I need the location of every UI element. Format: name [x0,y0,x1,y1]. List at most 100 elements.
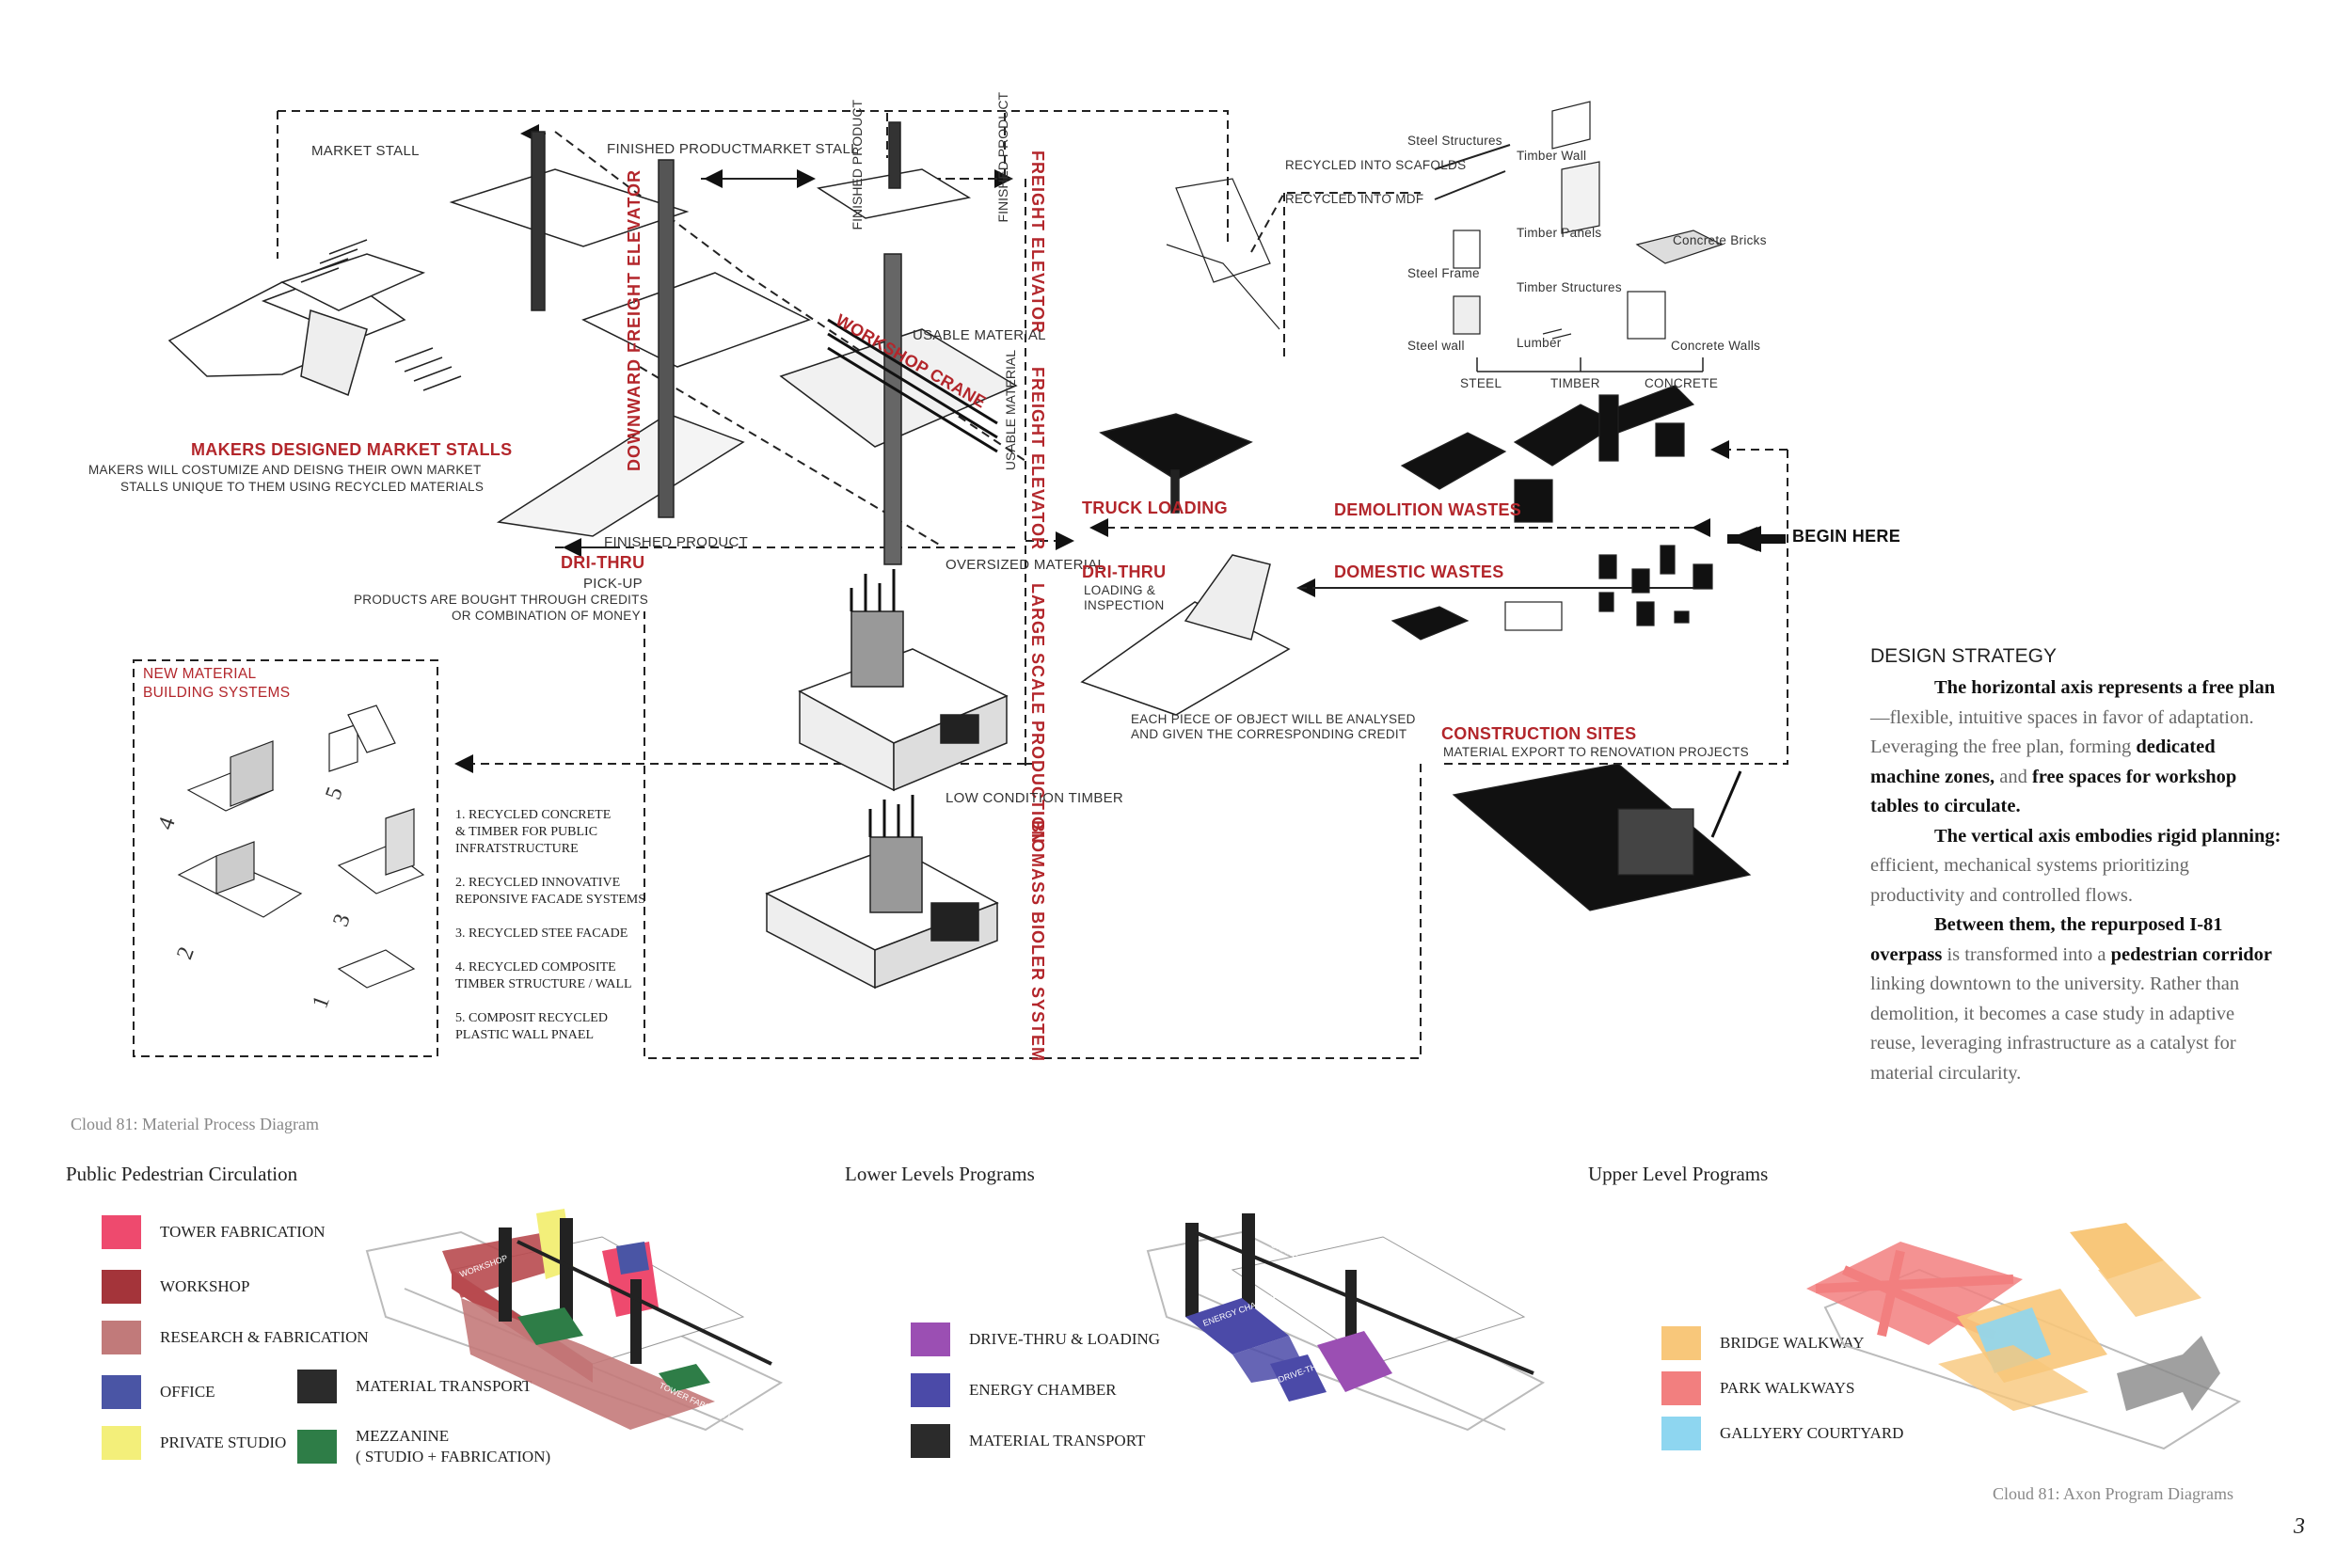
market-stalls-axon [167,239,462,397]
legend-energy-chamber: ENERGY CHAMBER [911,1373,1117,1407]
construction-sites [1452,763,1752,911]
page-number: 3 [2294,1514,2305,1539]
legend-research-fabrication: RESEARCH & FABRICATION [102,1321,369,1354]
label-finished-product-v2: FINISHED PRODUCT [995,92,1010,223]
legend-gallery-courtyard: GALLYERY COURTYARD [1661,1417,1903,1450]
map-label-cars: CARS [2000,1431,2026,1450]
domestic-wastes [1391,545,1713,641]
lower-axon-diagram: ENERGY CHAMBER CRANE DRIVE-THRU [1146,1213,1546,1432]
caption-axon-program: Cloud 81: Axon Program Diagrams [1993,1484,2233,1503]
materials-tree-axon [1166,101,1724,340]
label-market-stall-mid: MARKET STALL [751,141,859,157]
new-material-systems [177,705,425,989]
legend-tower-fabrication: TOWER FABRICATION [102,1215,326,1249]
upper-axon-diagram: CARS [1806,1223,2242,1450]
swatch [102,1426,141,1460]
systems-list-item-4: 4. RECYCLED COMPOSITE TIMBER STRUCTURE /… [455,960,632,991]
legend-park-walkways: PARK WALKWAYS [1661,1371,1854,1405]
label-steel-frame: Steel Frame [1407,266,1480,280]
label-recycled-scafolds: RECYCLED INTO SCAFOLDS [1285,158,1467,172]
map-label-crane: CRANE [1269,1240,1300,1260]
begin-here-arrowhead [1729,526,1761,552]
label-usable-material-h: USABLE MATERIAL [913,327,1046,343]
label-recycled-mdf: RECYCLED INTO MDF [1285,192,1424,206]
systems-list-item-1: 1. RECYCLED CONCRETE & TIMBER FOR PUBLIC… [455,808,612,856]
public-axon-diagram: WORKSHOP TOWER FABRICATION [365,1209,784,1432]
label-material-export: MATERIAL EXPORT TO RENOVATION PROJECTS [1443,745,1749,759]
swatch [297,1430,337,1464]
label-oversized-material: OVERSIZED MATERIAL [946,557,1106,573]
label-begin-here: BEGIN HERE [1792,527,1901,546]
legend-drive-thru: DRIVE-THRU & LOADING [911,1323,1160,1356]
swatch [102,1215,141,1249]
label-freight-elevator-mid: FREIGHT ELEVATOR [1028,367,1047,551]
label-steel-wall: Steel wall [1407,339,1465,353]
systems-list-item-5: 5. COMPOSIT RECYCLED PLASTIC WALL PNAEL [455,1011,608,1042]
label-low-condition-timber: LOW CONDITION TIMBER [946,790,1124,806]
label-market-stall-left: MARKET STALL [311,143,420,159]
swatch [1661,1326,1701,1360]
label-new-material-2: BUILDING SYSTEMS [143,685,291,701]
swatch [911,1323,950,1356]
label-biomass-boiler: BIOMASS BIOLER SYSTEM [1028,820,1047,1063]
legend-mezzanine: MEZZANINE ( STUDIO + FABRICATION) [297,1426,550,1467]
label-demolition-wastes: DEMOLITION WASTES [1334,500,1522,519]
lower-production-axon [765,569,1009,990]
systems-list-item-3: 3. RECYCLED STEE FACADE [455,927,628,941]
label-makers-desc-1: MAKERS WILL COSTUMIZE AND DEISNG THEIR O… [88,463,482,477]
swatch [102,1375,141,1409]
legend-bridge-walkway: BRIDGE WALKWAY [1661,1326,1864,1360]
public-circulation-title: Public Pedestrian Circulation [66,1163,298,1185]
label-steel: STEEL [1460,376,1502,390]
label-drithru-right-title: DRI-THRU [1082,562,1167,581]
label-products-desc-1: PRODUCTS ARE BOUGHT THROUGH CREDITS [354,593,649,607]
label-drithru-left-title: DRI-THRU [561,553,645,572]
swatch [911,1424,950,1458]
label-concrete-walls: Concrete Walls [1671,339,1761,353]
label-timber-wall: Timber Wall [1517,149,1587,163]
label-drithru-right-sub1: LOADING & [1084,583,1156,597]
label-concrete: CONCRETE [1645,376,1719,390]
systems-list-item-2: 2. RECYCLED INNOVATIVE REPONSIVE FACADE … [455,876,645,907]
label-downward-freight-elevator: DOWNWARD FREIGHT ELEVATOR [625,169,644,471]
strategy-text: The horizontal axis represents a free pl… [1870,677,2281,1084]
label-new-material-1: NEW MATERIAL [143,666,257,682]
label-products-desc-2: OR COMBINATION OF MONEY [452,609,641,623]
label-concrete-bricks: Concrete Bricks [1673,233,1767,247]
label-usable-material-v: USABLE MATERIAL [1003,350,1018,471]
label-truck-loading: TRUCK LOADING [1082,499,1228,517]
swatch [911,1373,950,1407]
label-drithru-right-sub2: INSPECTION [1084,598,1165,612]
label-timber: TIMBER [1550,376,1600,390]
label-steel-structures: Steel Structures [1407,134,1502,148]
label-drithru-left-sub: PICK-UP [583,576,643,592]
systems-list: 1. RECYCLED CONCRETE & TIMBER FOR PUBLIC… [455,807,645,1061]
swatch [297,1370,337,1403]
lower-levels-title: Lower Levels Programs [845,1163,1035,1185]
swatch [102,1270,141,1304]
label-analysed-2: AND GIVEN THE CORRESPONDING CREDIT [1131,727,1407,741]
swatch [1661,1371,1701,1405]
legend-private-studio: PRIVATE STUDIO [102,1426,286,1460]
label-lumber: Lumber [1517,336,1562,350]
swatch [102,1321,141,1354]
label-finished-product-bottom: FINISHED PRODUCT [604,534,749,550]
legend-material-transport-lower: MATERIAL TRANSPORT [911,1424,1145,1458]
label-makers-title: MAKERS DESIGNED MARKET STALLS [191,440,513,459]
right-dri-thru-axon [1080,413,1291,716]
flow-lines [133,110,1788,1059]
legend-material-transport-public: MATERIAL TRANSPORT [297,1370,532,1403]
demolition-pile [1400,385,1695,523]
label-freight-elevator-top: FREIGHT ELEVATOR [1028,150,1047,335]
legend-office: OFFICE [102,1375,215,1409]
label-makers-desc-2: STALLS UNIQUE TO THEM USING RECYCLED MAT… [120,480,485,494]
legend-workshop: WORKSHOP [102,1270,249,1304]
label-domestic-wastes: DOMESTIC WASTES [1334,562,1504,581]
label-construction-sites: CONSTRUCTION SITES [1441,724,1637,743]
label-finished-product-v1: FINISHED PRODUCT [850,100,865,230]
swatch [1661,1417,1701,1450]
caption-material-process: Cloud 81: Material Process Diagram [71,1115,319,1133]
upper-level-title: Upper Level Programs [1588,1163,1769,1185]
label-large-scale-production: LARGE SCALE PRODUCTION [1028,583,1047,845]
